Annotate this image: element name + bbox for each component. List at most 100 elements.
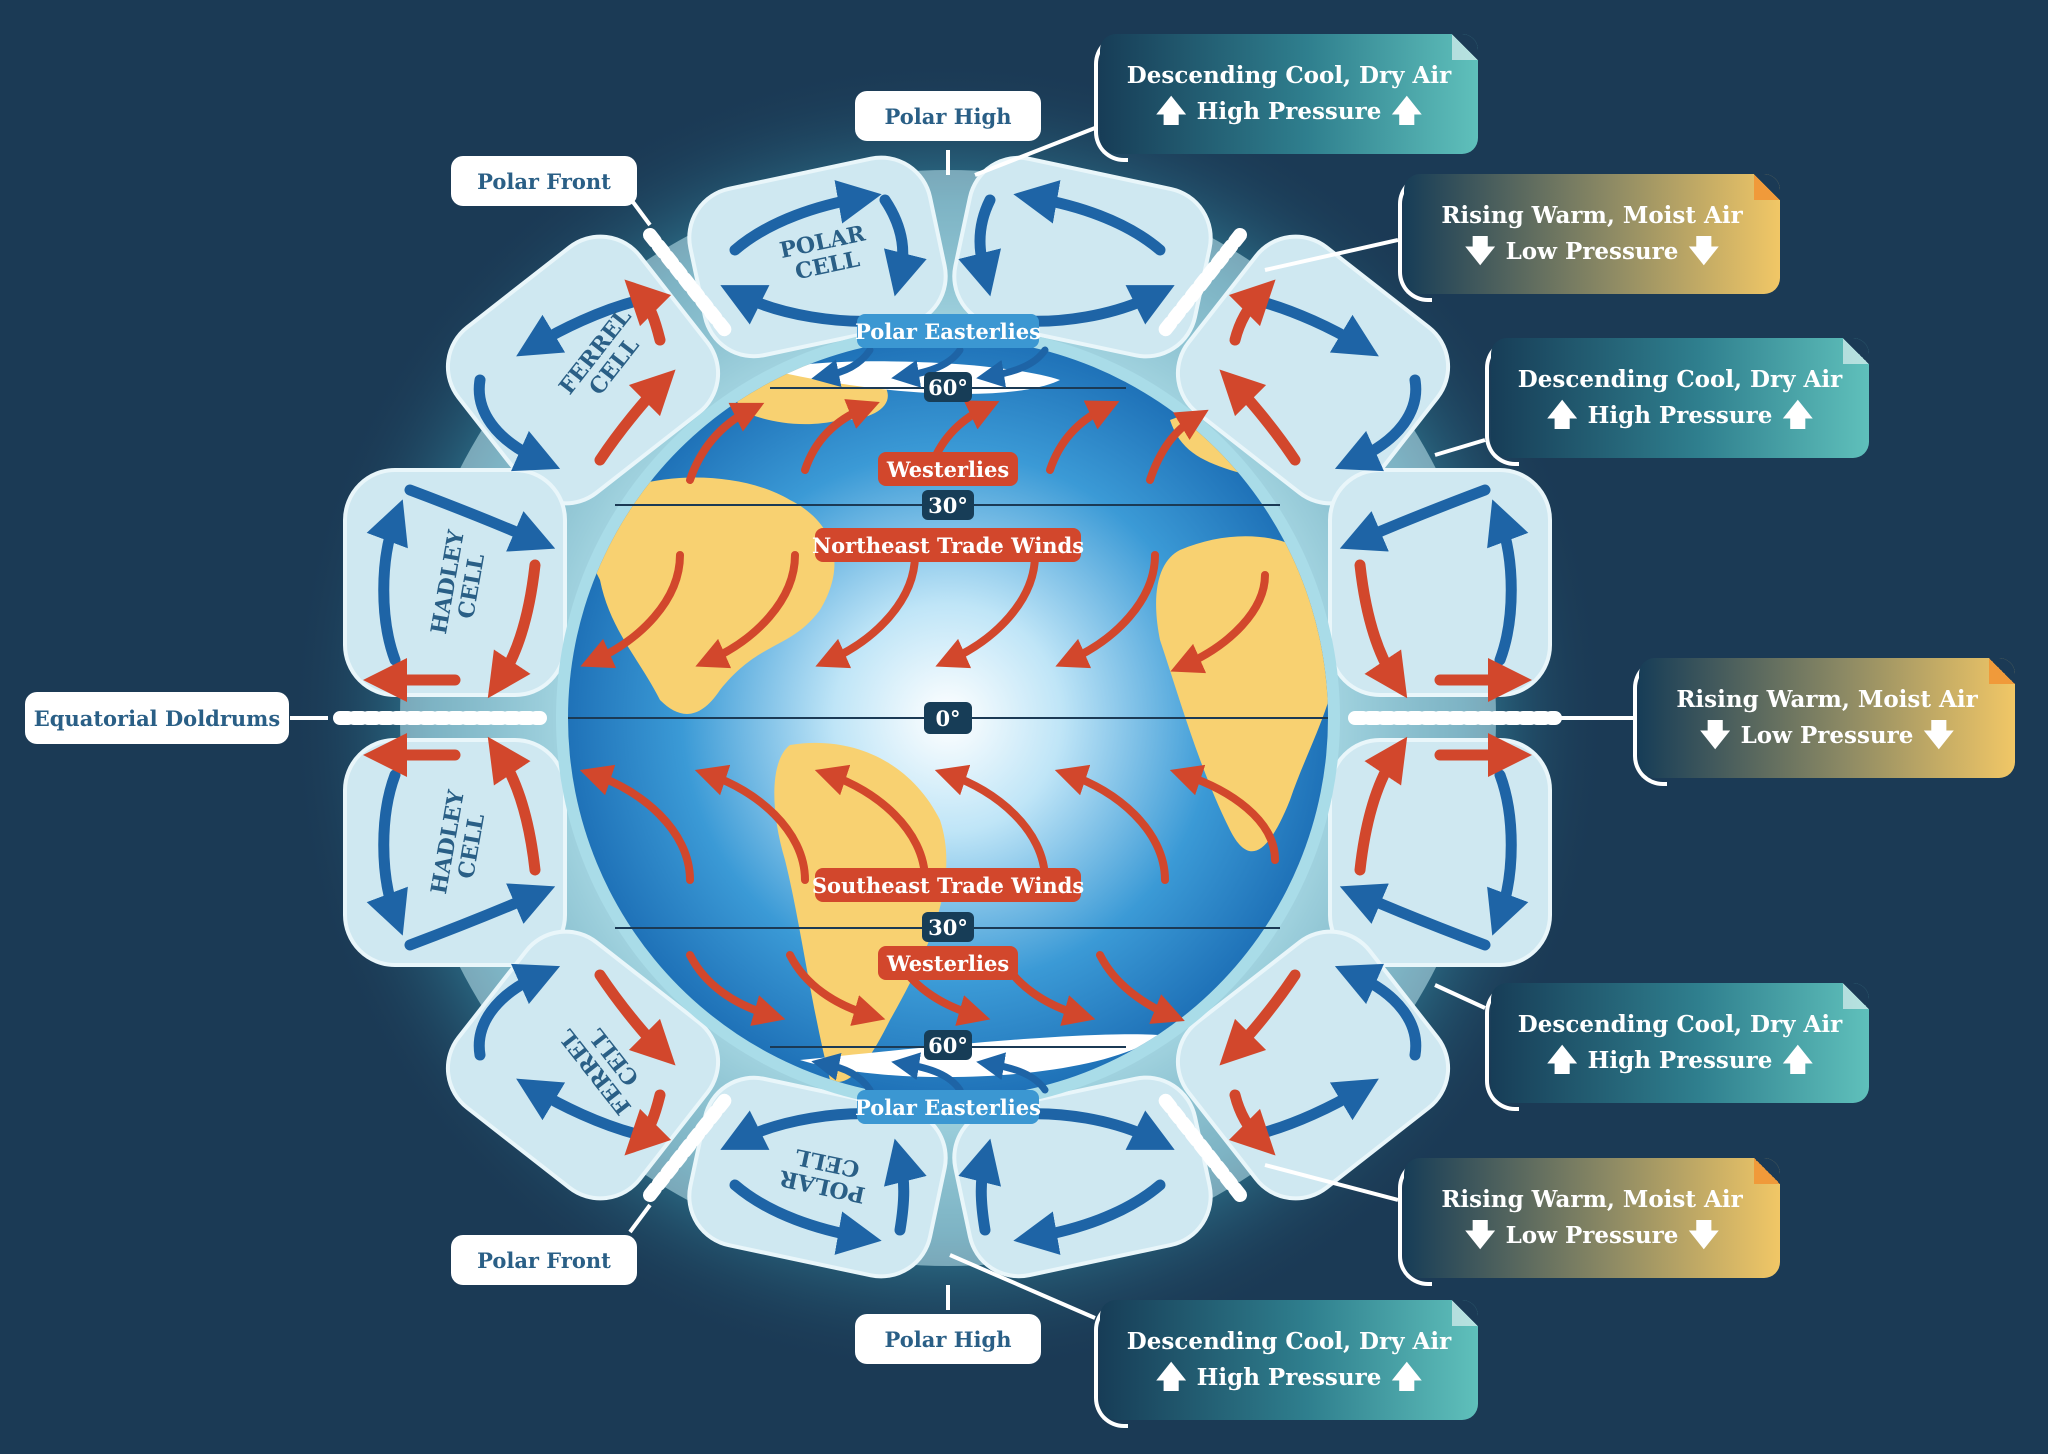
up-arrow-icon: 🡅	[1391, 1359, 1423, 1395]
ne-trade-arrows	[580, 551, 1269, 674]
polar-easterlies-arrows	[811, 346, 1049, 1094]
up-arrow-icon: 🡅	[1155, 93, 1187, 129]
polar-front-label-n: Polar Front	[451, 156, 637, 206]
wind-arrow	[891, 346, 964, 388]
wind-arrow	[686, 951, 786, 1026]
page-fold-icon	[1989, 658, 2015, 684]
descending-air-card-1: Descending Cool, Dry Air 🡅 High Pressure 🡅	[1100, 34, 1478, 154]
polar-front-band-nw	[643, 228, 732, 337]
card-line2: High Pressure	[1196, 1364, 1382, 1391]
wind-arrow	[976, 1052, 1049, 1094]
leader-line	[1434, 438, 1486, 457]
ne-trade-winds-tag: Northeast Trade Winds	[812, 528, 1084, 562]
wind-arrow	[686, 402, 765, 484]
card-line1: Rising Warm, Moist Air	[1441, 1186, 1743, 1214]
wind-arrow	[811, 346, 874, 387]
polar-front-label-s: Polar Front	[451, 1235, 637, 1285]
wind-arrow	[891, 1052, 964, 1094]
rising-air-card-2: Rising Warm, Moist Air 🡇 Low Pressure 🡇	[1639, 658, 2015, 778]
rising-air-card-1: Rising Warm, Moist Air 🡇 Low Pressure 🡇	[1404, 174, 1780, 294]
polar-high-label-s: Polar High	[855, 1314, 1041, 1364]
up-arrow-icon: 🡅	[1155, 1359, 1187, 1395]
card-line2: High Pressure	[1587, 1047, 1773, 1074]
card-line1: Descending Cool, Dry Air	[1126, 1328, 1452, 1356]
wind-arrow	[1046, 400, 1120, 474]
se-trade-arrows	[579, 764, 1279, 884]
wind-arrow	[811, 1053, 874, 1094]
wind-arrow	[695, 551, 799, 669]
wind-arrow	[935, 551, 1039, 669]
lat-30s-tag: 30°	[922, 912, 974, 942]
page-fold-icon	[1452, 34, 1478, 60]
lat-60s-tag: 60°	[924, 1030, 972, 1060]
wind-arrow	[815, 551, 919, 669]
wind-arrow	[580, 551, 684, 669]
card-line1: Rising Warm, Moist Air	[1676, 686, 1978, 714]
card-line1: Descending Cool, Dry Air	[1517, 1011, 1843, 1039]
down-arrow-icon: 🡇	[1923, 717, 1955, 753]
card-line2: Low Pressure	[1740, 722, 1914, 749]
card-line1: Descending Cool, Dry Air	[1517, 366, 1843, 394]
up-arrow-icon: 🡅	[1782, 397, 1814, 433]
wind-arrow	[801, 399, 880, 474]
down-arrow-icon: 🡇	[1464, 233, 1496, 269]
up-arrow-icon: 🡅	[1546, 1042, 1578, 1078]
page-fold-icon	[1452, 1300, 1478, 1326]
polar-front-band-ne	[1158, 228, 1247, 337]
westerlies-tag-s: Westerlies	[878, 946, 1018, 980]
wind-arrow	[1169, 764, 1279, 864]
polar-front-band-se	[1158, 1093, 1247, 1202]
leader-lines	[290, 126, 1633, 1320]
lat-30n-tag: 30°	[922, 490, 974, 520]
cell-circulation-arrows	[363, 180, 1532, 1255]
polar-front-band-sw	[643, 1093, 732, 1202]
westerlies-tag-n: Westerlies	[878, 452, 1018, 486]
wind-arrow	[976, 346, 1049, 388]
wind-arrow	[1170, 571, 1269, 674]
leader-line	[949, 1253, 1096, 1320]
polar-high-label-n: Polar High	[855, 91, 1041, 141]
leader-line	[628, 1203, 652, 1234]
cloud-bands	[333, 228, 1562, 1202]
polar-easterlies-tag-n: Polar Easterlies	[855, 314, 1041, 348]
descending-air-card-3: Descending Cool, Dry Air 🡅 High Pressure 🡅	[1491, 983, 1869, 1103]
se-trade-winds-tag: Southeast Trade Winds	[812, 868, 1084, 902]
down-arrow-icon: 🡇	[1464, 1217, 1496, 1253]
wind-arrow	[934, 764, 1049, 884]
rising-air-card-3: Rising Warm, Moist Air 🡇 Low Pressure 🡇	[1404, 1158, 1780, 1278]
card-line2: High Pressure	[1587, 402, 1773, 429]
down-arrow-icon: 🡇	[1688, 1217, 1720, 1253]
down-arrow-icon: 🡇	[1688, 233, 1720, 269]
card-line2: Low Pressure	[1505, 1222, 1679, 1249]
descending-air-card-2: Descending Cool, Dry Air 🡅 High Pressure 🡅	[1491, 338, 1869, 458]
page-fold-icon	[1843, 338, 1869, 364]
leader-line	[1264, 238, 1399, 272]
wind-arrow	[579, 764, 694, 884]
descending-air-card-4: Descending Cool, Dry Air 🡅 High Pressure 🡅	[1100, 1300, 1478, 1420]
leader-line	[1264, 1163, 1399, 1202]
up-arrow-icon: 🡅	[1391, 93, 1423, 129]
lat-60n-tag: 60°	[924, 372, 972, 402]
page-fold-icon	[1754, 174, 1780, 200]
up-arrow-icon: 🡅	[1782, 1042, 1814, 1078]
africa-shape	[1156, 536, 1328, 852]
down-arrow-icon: 🡇	[1699, 717, 1731, 753]
equatorial-doldrums-label: Equatorial Doldrums	[25, 692, 289, 744]
wind-arrow	[1096, 951, 1185, 1024]
card-line1: Descending Cool, Dry Air	[1126, 62, 1452, 90]
card-line2: High Pressure	[1196, 98, 1382, 125]
page-fold-icon	[1754, 1158, 1780, 1184]
card-line2: Low Pressure	[1505, 238, 1679, 265]
wind-arrow	[786, 951, 886, 1026]
wind-arrow	[1054, 764, 1169, 884]
leader-line	[974, 126, 1096, 177]
polar-easterlies-tag-s: Polar Easterlies	[855, 1090, 1041, 1124]
equator-tag: 0°	[924, 702, 972, 734]
page-fold-icon	[1843, 983, 1869, 1009]
card-line1: Rising Warm, Moist Air	[1441, 202, 1743, 230]
north-america-shape	[581, 477, 835, 714]
wind-arrow	[814, 764, 929, 884]
wind-arrow	[1146, 409, 1209, 484]
up-arrow-icon: 🡅	[1546, 397, 1578, 433]
